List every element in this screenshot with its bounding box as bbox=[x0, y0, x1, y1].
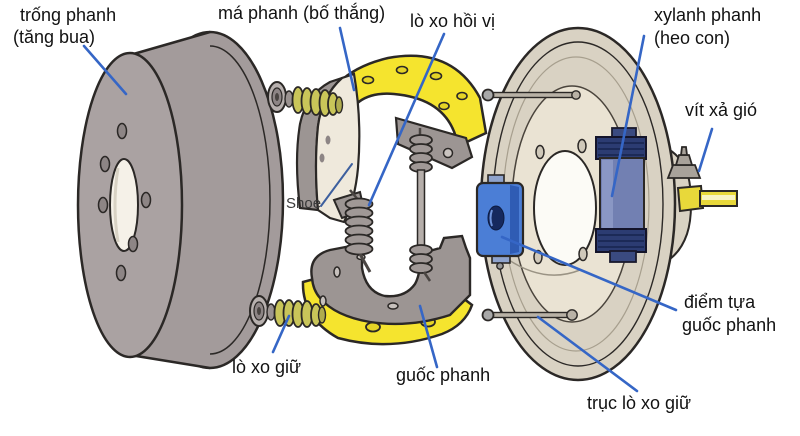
drum-lug-holes bbox=[97, 122, 152, 282]
label-drum-line1: trống phanh bbox=[20, 5, 117, 25]
pointer-shoe-vn bbox=[418, 304, 439, 369]
brake-drum bbox=[76, 30, 285, 370]
plate-center-hole bbox=[533, 150, 597, 266]
upper-lining bbox=[316, 54, 488, 148]
label-return-spring: lò xo hồi vị bbox=[410, 11, 496, 31]
backing-plate bbox=[475, 26, 738, 382]
label-drum-line2: (tăng bua) bbox=[13, 27, 96, 47]
plate-holes bbox=[533, 138, 588, 265]
label-pad: má phanh (bố thắng) bbox=[218, 3, 386, 23]
pointer-pad bbox=[338, 26, 356, 92]
pointer-return-spring bbox=[367, 32, 446, 207]
label-spring-pin: trục lò xo giữ bbox=[587, 393, 692, 413]
upper-hold-down-spring bbox=[267, 81, 344, 117]
pointer-hold-down bbox=[271, 314, 291, 354]
lower-shoe-web bbox=[310, 234, 472, 326]
upper-brake-shoe bbox=[295, 54, 488, 224]
left-return-spring bbox=[344, 189, 374, 273]
wheel-cylinder bbox=[595, 127, 647, 263]
pointer-shoe-en bbox=[320, 163, 353, 207]
label-cylinder-line2: (heo con) bbox=[654, 28, 731, 48]
pointer-bleeder bbox=[697, 127, 714, 173]
label-cylinder-line1: xylanh phanh bbox=[654, 5, 762, 25]
pointer-drum bbox=[82, 44, 128, 96]
bleeder-valve bbox=[666, 146, 702, 179]
pointer-wheel-cylinder bbox=[610, 34, 646, 198]
lower-hold-down-pin bbox=[481, 308, 578, 322]
brake-pipe bbox=[676, 184, 738, 213]
label-anchor-line1: điểm tựa bbox=[684, 292, 756, 312]
label-anchor-line2: guốc phanh bbox=[682, 315, 777, 335]
label-shoe-en: Shoe bbox=[286, 195, 322, 212]
right-return-spring bbox=[409, 128, 433, 282]
upper-hold-down-pin bbox=[481, 88, 581, 102]
label-bleeder: vít xả gió bbox=[685, 100, 758, 120]
lower-brake-shoe bbox=[301, 234, 474, 346]
pointer-pin bbox=[536, 315, 639, 393]
pointer-lines bbox=[82, 26, 714, 393]
label-brake-shoe: guốc phanh bbox=[396, 365, 491, 385]
pointer-anchor bbox=[500, 235, 678, 312]
label-hold-down: lò xo giữ bbox=[232, 357, 302, 377]
shoe-anchor-block bbox=[475, 174, 525, 270]
